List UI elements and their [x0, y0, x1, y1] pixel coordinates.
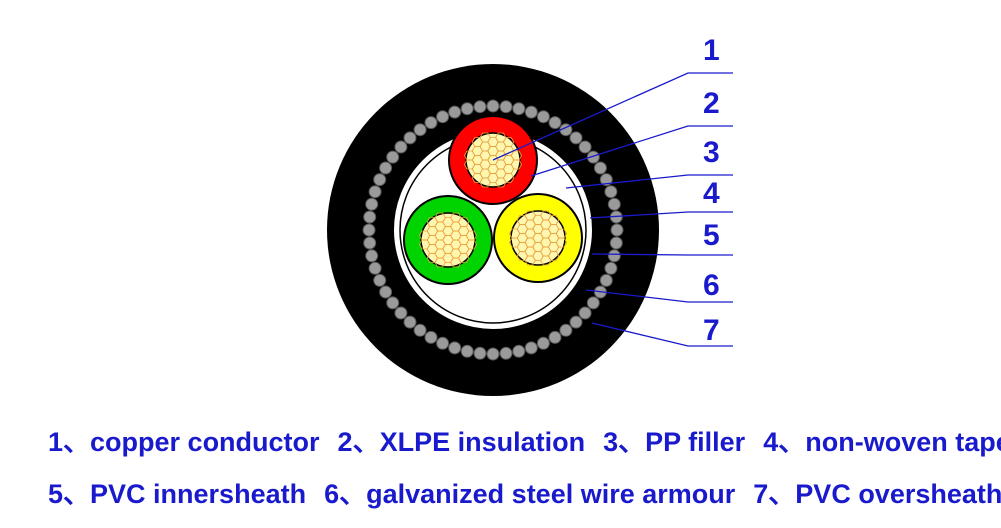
armour-wire [448, 105, 462, 119]
armour-wire [586, 296, 600, 310]
core-yellow [493, 193, 583, 283]
callout-numbers: 1 2 3 4 5 6 7 [703, 34, 720, 347]
armour-wire [604, 185, 618, 199]
legend-item-6: 6、galvanized steel wire armour [324, 479, 736, 509]
copper-strand [457, 253, 470, 263]
legend-item-7: 7、PVC oversheath [753, 479, 1001, 509]
galvanized-steel-wire-armour [362, 99, 624, 361]
armour-wire [578, 140, 592, 154]
legend-item-5: 5、PVC innersheath [48, 479, 307, 509]
core-green [403, 195, 493, 285]
callout-number-4: 4 [703, 177, 720, 210]
copper-conductor [508, 210, 568, 266]
armour-wire [536, 336, 550, 350]
armour-wire [373, 273, 387, 287]
armour-wire [403, 315, 417, 329]
armour-wire [607, 197, 621, 211]
armour-wire [559, 323, 573, 337]
leader-line-1 [492, 72, 733, 161]
armour-wire [436, 336, 450, 350]
armour-wire [512, 102, 526, 116]
leader-line-6 [585, 289, 733, 303]
armour-wire [386, 150, 400, 164]
armour-wire [524, 341, 538, 355]
leader-line-5 [591, 253, 733, 256]
cable-cross-section [327, 64, 659, 396]
leader-line-4 [589, 211, 733, 219]
leader-line-7 [591, 322, 733, 347]
leader-line-2 [530, 125, 733, 177]
armour-wire [486, 347, 500, 361]
armour-wire [394, 306, 408, 320]
armour-wire [460, 102, 474, 116]
armour-wire [436, 110, 450, 124]
armour-wire [524, 105, 538, 119]
armour-wire [363, 210, 377, 224]
armour-wire [460, 344, 474, 358]
armour-wire [373, 173, 387, 187]
armour-wire [569, 315, 583, 329]
armour-wire [593, 161, 607, 175]
armour-wire [604, 261, 618, 275]
armour-wire [365, 197, 379, 211]
callout-number-1: 1 [703, 34, 720, 67]
cable-cores [403, 115, 583, 285]
legend-row: 1、copper conductor 2、XLPE insulation 3、PP … [48, 420, 1001, 459]
armour-wire [486, 99, 500, 113]
armour-wire [586, 150, 600, 164]
copper-strand [502, 173, 515, 183]
armour-wire [403, 131, 417, 145]
armour-wire [413, 323, 427, 337]
armour-wire [512, 344, 526, 358]
armour-wire [536, 110, 550, 124]
armour-wire [448, 341, 462, 355]
armour-wire [368, 261, 382, 275]
armour-wire [413, 123, 427, 137]
armour-wire [394, 140, 408, 154]
armour-wire [610, 223, 624, 237]
armour-wire [386, 296, 400, 310]
callout-number-6: 6 [703, 269, 720, 302]
armour-wire [424, 330, 438, 344]
armour-wire [363, 236, 377, 250]
callout-number-2: 2 [703, 87, 720, 120]
armour-wire [569, 131, 583, 145]
armour-wire [499, 100, 513, 114]
legend-item-1: 1、copper conductor [48, 427, 320, 457]
callout-number-7: 7 [703, 314, 720, 347]
armour-wire [368, 185, 382, 199]
armour-wire [609, 236, 623, 250]
armour-wire [548, 330, 562, 344]
copper-conductor [418, 212, 478, 268]
callout-number-5: 5 [703, 219, 720, 252]
legend-item-4: 4、non-woven tape [763, 427, 1001, 457]
copper-strand [547, 251, 560, 261]
legend-item-2: 2、XLPE insulation [337, 427, 586, 457]
callout-number-3: 3 [703, 136, 720, 169]
legend-item-3: 3、PP filler [603, 427, 746, 457]
armour-wire [424, 116, 438, 130]
armour-wire [499, 346, 513, 360]
armour-wire [473, 346, 487, 360]
leader-line-3 [565, 174, 733, 189]
callout-leader-lines [492, 72, 733, 347]
armour-wire [473, 100, 487, 114]
armour-wire [365, 249, 379, 263]
armour-wire [548, 116, 562, 130]
armour-wire [599, 173, 613, 187]
armour-wire [599, 273, 613, 287]
armour-wire [379, 161, 393, 175]
legend-row: 5、PVC innersheath 6、galvanized steel wire… [48, 472, 1001, 511]
armour-wire [578, 306, 592, 320]
armour-wire [379, 285, 393, 299]
armour-wire [362, 223, 376, 237]
armour-wire [607, 249, 621, 263]
